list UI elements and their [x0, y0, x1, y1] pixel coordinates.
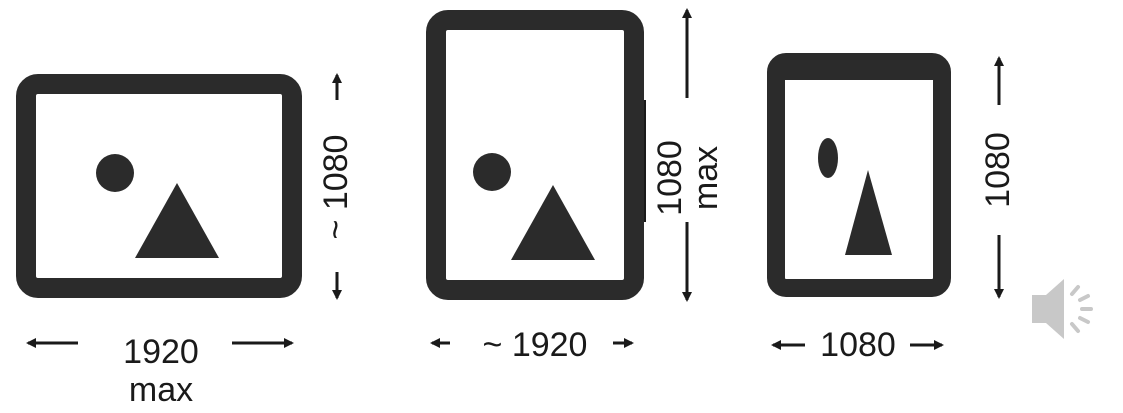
landscape-width-label: 1920 max — [96, 333, 226, 409]
sun-shape — [818, 138, 838, 178]
mountain-shape — [845, 170, 892, 255]
landscape-width-qualifier: max — [128, 371, 194, 409]
square-image-icon — [767, 53, 951, 297]
mountain-shape — [135, 183, 219, 258]
square-width-label: 1080 — [820, 326, 896, 364]
portrait-height-value: 1080 — [651, 140, 689, 216]
speaker-icon[interactable] — [1032, 279, 1093, 339]
sun-shape — [96, 154, 134, 192]
mountain-shape — [511, 185, 595, 260]
sun-shape — [473, 153, 511, 191]
portrait-height-qualifier: max — [687, 145, 725, 211]
landscape-width-value: 1920 — [123, 333, 199, 371]
square-top-bar — [776, 62, 942, 80]
landscape-height-label: ~ 1080 — [317, 134, 355, 240]
landscape-image-icon — [16, 74, 302, 298]
portrait-image-icon — [426, 10, 644, 300]
portrait-height-label: 1080 max — [651, 133, 725, 223]
square-height-label: 1080 — [979, 132, 1017, 208]
portrait-width-label: ~ 1920 — [482, 326, 588, 364]
